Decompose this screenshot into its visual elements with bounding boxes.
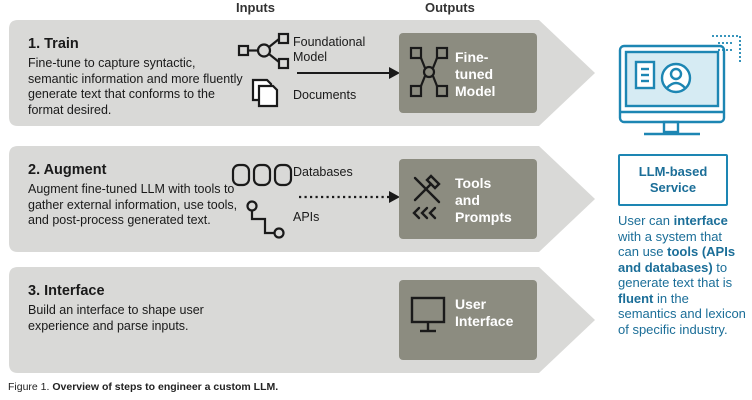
monitor-icon: [410, 296, 446, 333]
step-description: Build an interface to shape user experie…: [28, 303, 204, 333]
step-description: Augment fine-tuned LLM with tools to gat…: [28, 182, 238, 227]
output-box: Fine-tuned Model: [399, 33, 537, 113]
network-icon: [237, 32, 290, 70]
output-box: User Interface: [399, 280, 537, 360]
output-label: User Interface: [455, 296, 514, 329]
api-icon: [246, 200, 285, 239]
output-label: Tools and Prompts: [455, 175, 512, 225]
service-text-part: fluent: [618, 290, 654, 306]
tools-icon: [412, 174, 441, 220]
caption-prefix: Figure 1.: [8, 381, 53, 393]
documents-icon: [251, 78, 279, 108]
inputs-header: Inputs: [236, 0, 275, 15]
output-box: Tools and Prompts: [399, 159, 537, 239]
caption-title: Overview of steps to engineer a custom L…: [52, 381, 279, 393]
dotted-arrow: [299, 191, 400, 203]
service-description: User can interface with a system that ca…: [618, 213, 746, 337]
service-text-part: User can: [618, 213, 674, 228]
step-interface: 3. Interface Build an interface to shape…: [9, 267, 595, 373]
step-title: 1. Train: [28, 36, 79, 52]
service-text-part: tools (APIs and databases): [618, 244, 736, 275]
service-text-part: with a system that can use: [618, 228, 723, 260]
node-graph-icon: [409, 46, 449, 98]
input-label: Foundational Model: [293, 35, 366, 64]
input-label: Documents: [293, 88, 357, 102]
figure-caption: Figure 1. Overview of steps to engineer …: [8, 381, 278, 393]
service-text-part: interface: [673, 213, 728, 228]
llm-service-box: LLM-based Service: [618, 154, 728, 206]
step-title: 3. Interface: [28, 283, 105, 299]
step-title: 2. Augment: [28, 162, 107, 178]
service-text-part: in the semantics and lexicon of specific…: [618, 290, 746, 337]
solid-arrow: [297, 67, 400, 79]
input-label: APIs: [293, 210, 320, 224]
step-train: 1. Train Fine-tune to capture syntactic,…: [9, 20, 595, 126]
step-description: Fine-tune to capture syntactic, semantic…: [28, 56, 243, 117]
step-augment: 2. Augment Augment fine-tuned LLM with t…: [9, 146, 595, 252]
databases-icon: [231, 163, 293, 187]
output-label: Fine-tuned Model: [455, 49, 496, 99]
user-monitor-icon: [618, 35, 741, 136]
input-label: Databases: [293, 165, 353, 179]
service-text-part: to generate text that is: [618, 259, 733, 291]
outputs-header: Outputs: [425, 0, 475, 15]
